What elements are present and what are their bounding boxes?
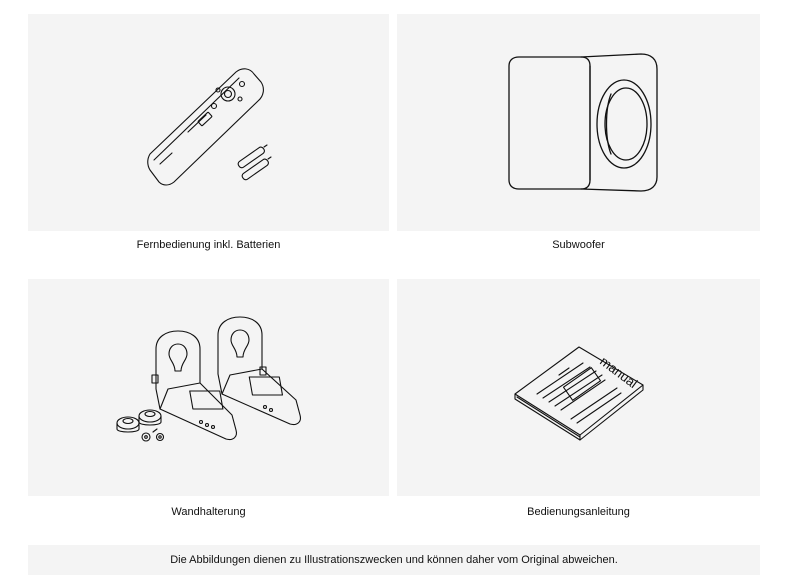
manual-cover-text: manual [597, 353, 640, 391]
item-tile-manual: manual [397, 279, 760, 496]
remote-control-icon [147, 68, 272, 186]
subwoofer-icon [508, 53, 658, 192]
item-tile-subwoofer [397, 14, 760, 231]
disclaimer-text: Die Abbildungen dienen zu Illustrationsz… [170, 554, 618, 566]
item-label-subwoofer: Subwoofer [552, 239, 605, 251]
manual-booklet-icon: manual [514, 346, 644, 441]
item-tile-remote [28, 14, 389, 231]
item-label-manual: Bedienungsanleitung [527, 506, 630, 518]
item-tile-wall-mount [28, 279, 389, 496]
item-label-wall-mount: Wandhalterung [171, 506, 246, 518]
wall-mount-icon [116, 316, 301, 442]
item-label-remote: Fernbedienung inkl. Batterien [136, 239, 281, 251]
disclaimer-bar: Die Abbildungen dienen zu Illustrationsz… [28, 545, 760, 575]
